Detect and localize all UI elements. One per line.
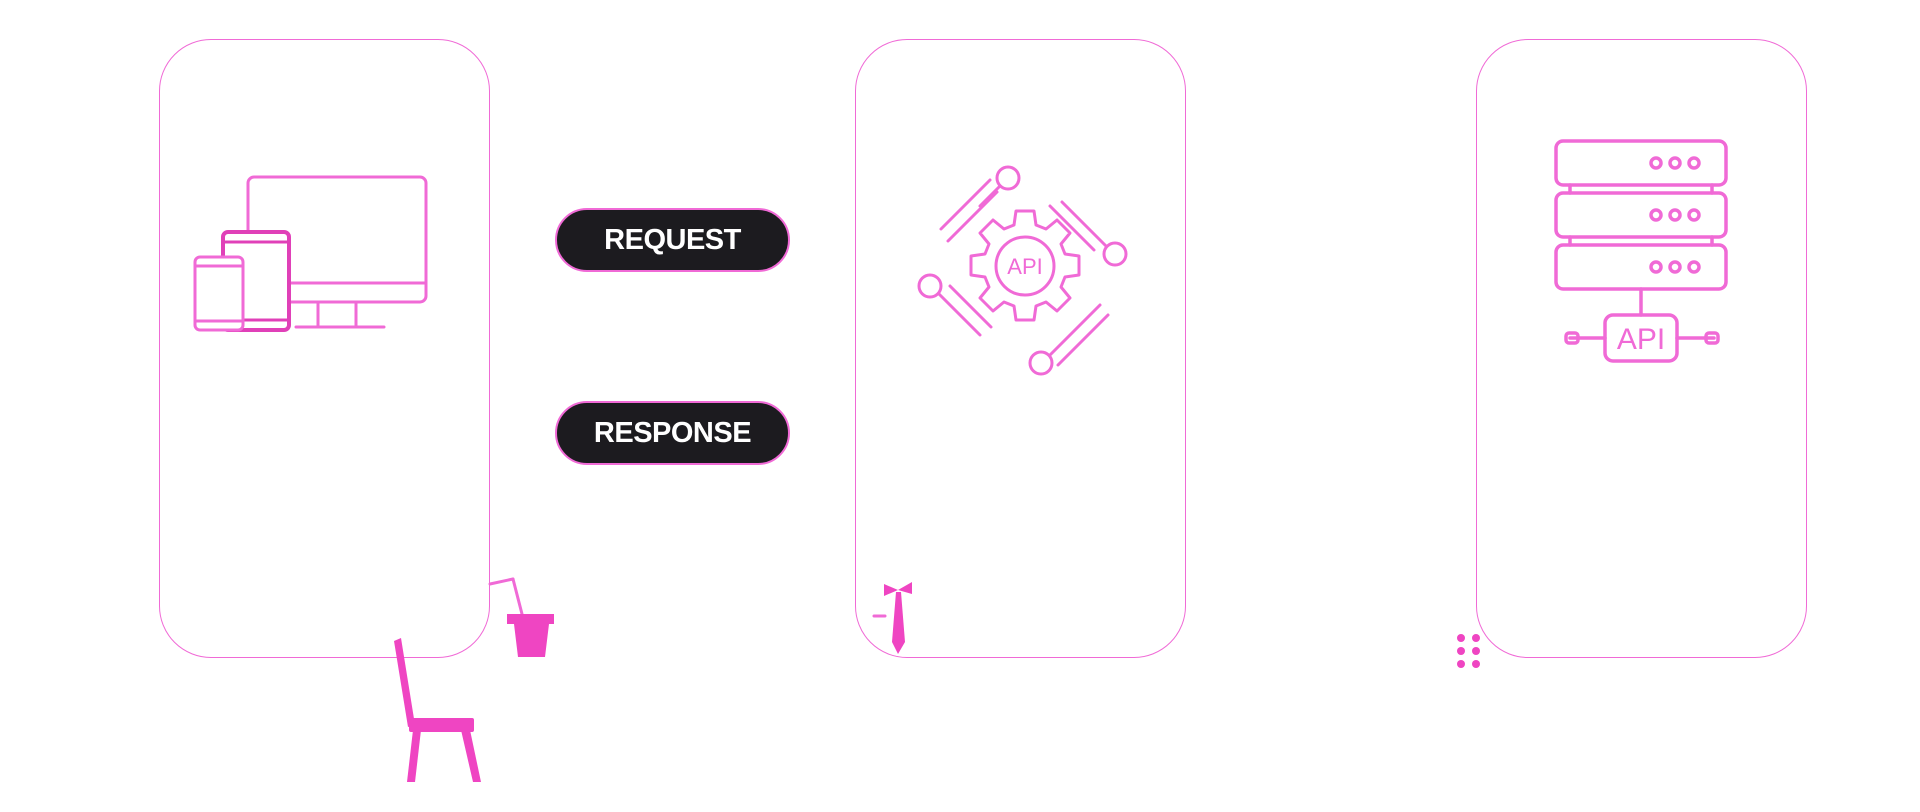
dots-icon bbox=[1457, 634, 1480, 668]
chair-with-cup-icon bbox=[394, 577, 554, 782]
server-api-text: API bbox=[1617, 323, 1665, 356]
request-label: REQUEST bbox=[555, 208, 790, 272]
client-card bbox=[159, 39, 490, 658]
response-label: RESPONSE bbox=[555, 401, 790, 465]
api-card bbox=[855, 39, 1186, 658]
api-server-icon: API bbox=[1554, 139, 1728, 363]
waiter-tie-icon bbox=[872, 582, 912, 654]
api-gear-icon: API bbox=[917, 165, 1128, 376]
devices-icon bbox=[193, 175, 428, 332]
gear-api-text: API bbox=[1007, 254, 1042, 279]
